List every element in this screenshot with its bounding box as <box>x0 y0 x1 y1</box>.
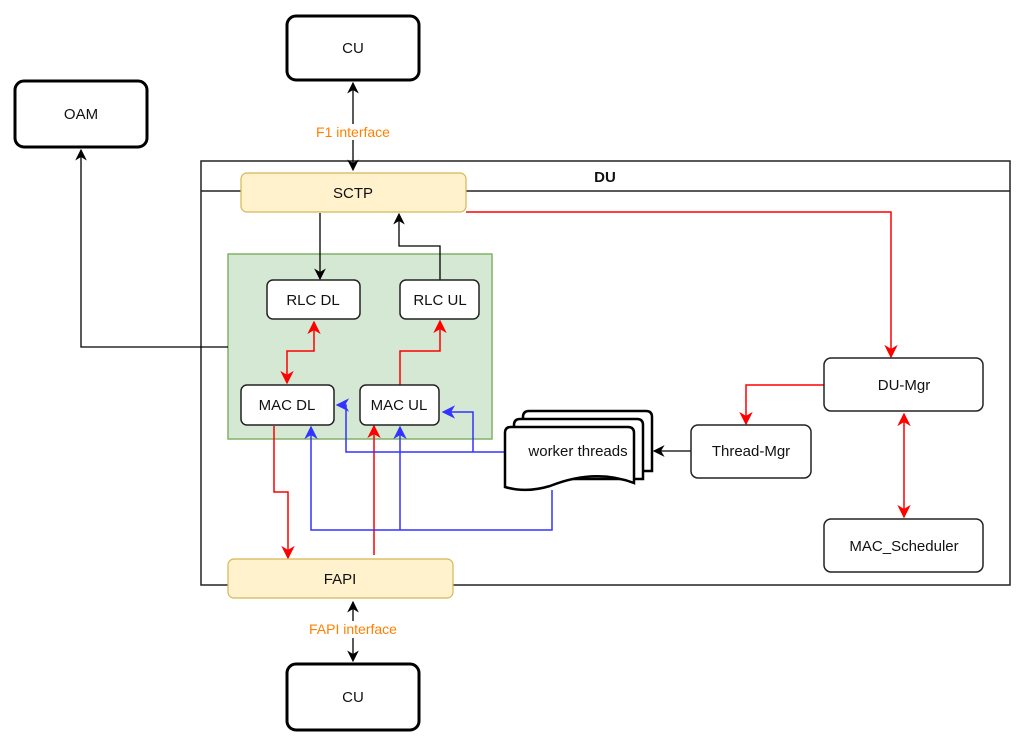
sctp-node[interactable]: SCTP <box>240 172 467 213</box>
mac-dl-node[interactable]: MAC DL <box>240 384 335 426</box>
rlc-ul-node[interactable]: RLC UL <box>399 279 480 320</box>
cu-top-node[interactable]: CU <box>285 14 421 82</box>
sctp-label: SCTP <box>333 185 373 202</box>
edge-group-oam <box>75 148 228 348</box>
edge-workers-mac-dl-bottom <box>304 425 553 531</box>
oam-node[interactable]: OAM <box>13 79 149 149</box>
fapi-node[interactable]: FAPI <box>227 558 454 599</box>
f1-label-bg <box>300 124 406 140</box>
f1-interface-label: F1 interface <box>316 124 390 140</box>
worker-threads-node[interactable]: worker threads <box>503 409 654 492</box>
rlc-dl-label: RLC DL <box>286 292 339 309</box>
worker-doc-front <box>503 425 636 492</box>
edge-sctp-du-mgr <box>466 211 898 359</box>
du-mgr-node[interactable]: DU-Mgr <box>823 357 984 412</box>
thread-mgr-node[interactable]: Thread-Mgr <box>690 424 812 479</box>
fapi-label-bg <box>300 621 406 638</box>
cu-top-label: CU <box>342 40 364 57</box>
mac-dl-label: MAC DL <box>259 397 316 414</box>
oam-label: OAM <box>64 106 98 123</box>
du-title: DU <box>594 169 616 186</box>
worker-threads-label: worker threads <box>527 443 627 460</box>
edge-du-mgr-thread-mgr <box>739 384 824 426</box>
edge-mac-ul-rlc-ul <box>399 319 447 385</box>
mac-scheduler-node[interactable]: MAC_Scheduler <box>823 518 984 573</box>
rlc-dl-node[interactable]: RLC DL <box>266 279 361 320</box>
edge-rlc-ul-sctp <box>393 212 441 281</box>
mac-ul-node[interactable]: MAC UL <box>359 384 440 426</box>
edge-workers-mac-ul-side <box>441 405 474 452</box>
du-mgr-label: DU-Mgr <box>878 377 931 394</box>
cu-bottom-label: CU <box>342 689 364 706</box>
fapi-label: FAPI <box>324 571 357 588</box>
rlc-ul-label: RLC UL <box>413 292 466 309</box>
cu-bottom-node[interactable]: CU <box>285 662 421 732</box>
edge-workers-mac-dl-side <box>335 398 505 453</box>
thread-mgr-label: Thread-Mgr <box>712 443 790 460</box>
mac-ul-label: MAC UL <box>371 397 428 414</box>
mac-scheduler-label: MAC_Scheduler <box>849 538 958 555</box>
edge-rlc-dl-mac-dl <box>280 320 321 385</box>
fapi-interface-label: FAPI interface <box>309 621 397 637</box>
edge-mac-dl-fapi <box>273 426 295 560</box>
